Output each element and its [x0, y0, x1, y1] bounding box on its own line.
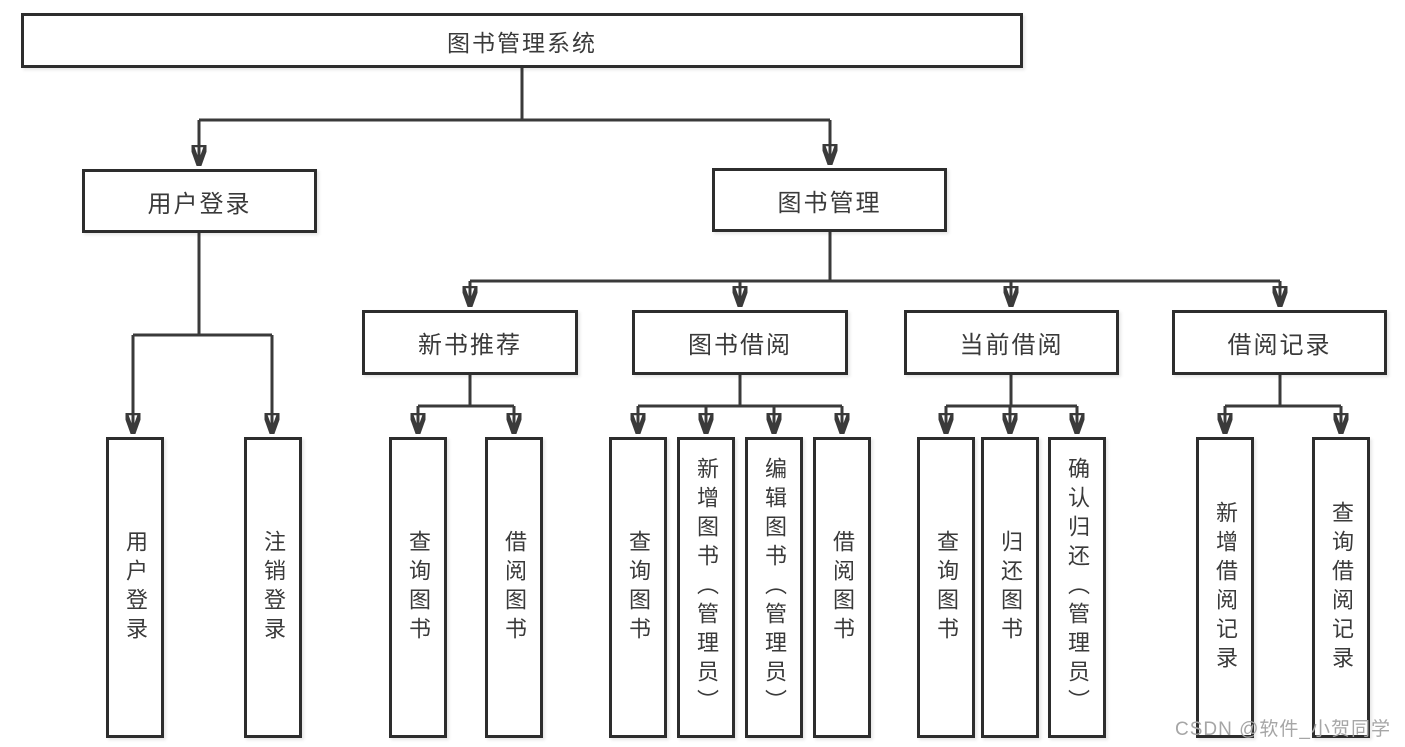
node-new-book-recommendation: 新书推荐 [362, 310, 578, 375]
node-current-borrowing: 当前借阅 [904, 310, 1119, 375]
leaf-logout: 注销登录 [244, 437, 302, 738]
leaf-borrow-books: 借阅图书 [813, 437, 871, 738]
leaf-query-borrow-record: 查询借阅记录 [1312, 437, 1370, 738]
leaf-edit-books-admin: 编辑图书（管理员） [745, 437, 803, 738]
leaf-add-books-admin: 新增图书（管理员） [677, 437, 735, 738]
node-book-management: 图书管理 [712, 168, 947, 232]
leaf-add-borrow-record: 新增借阅记录 [1196, 437, 1254, 738]
watermark: CSDN @软件_小贺同学 [1175, 719, 1391, 740]
node-borrowing-records: 借阅记录 [1172, 310, 1387, 375]
leaf-query-books-current: 查询图书 [917, 437, 975, 738]
leaf-query-books-recommend: 查询图书 [389, 437, 447, 738]
leaf-borrow-books-recommend: 借阅图书 [485, 437, 543, 738]
node-library-management-system: 图书管理系统 [21, 13, 1023, 68]
leaf-confirm-return-admin: 确认归还（管理员） [1048, 437, 1106, 738]
leaf-return-books: 归还图书 [981, 437, 1039, 738]
leaf-user-login: 用户登录 [106, 437, 164, 738]
leaf-query-books-borrow: 查询图书 [609, 437, 667, 738]
node-book-borrowing: 图书借阅 [632, 310, 848, 375]
node-user-login: 用户登录 [82, 169, 317, 233]
